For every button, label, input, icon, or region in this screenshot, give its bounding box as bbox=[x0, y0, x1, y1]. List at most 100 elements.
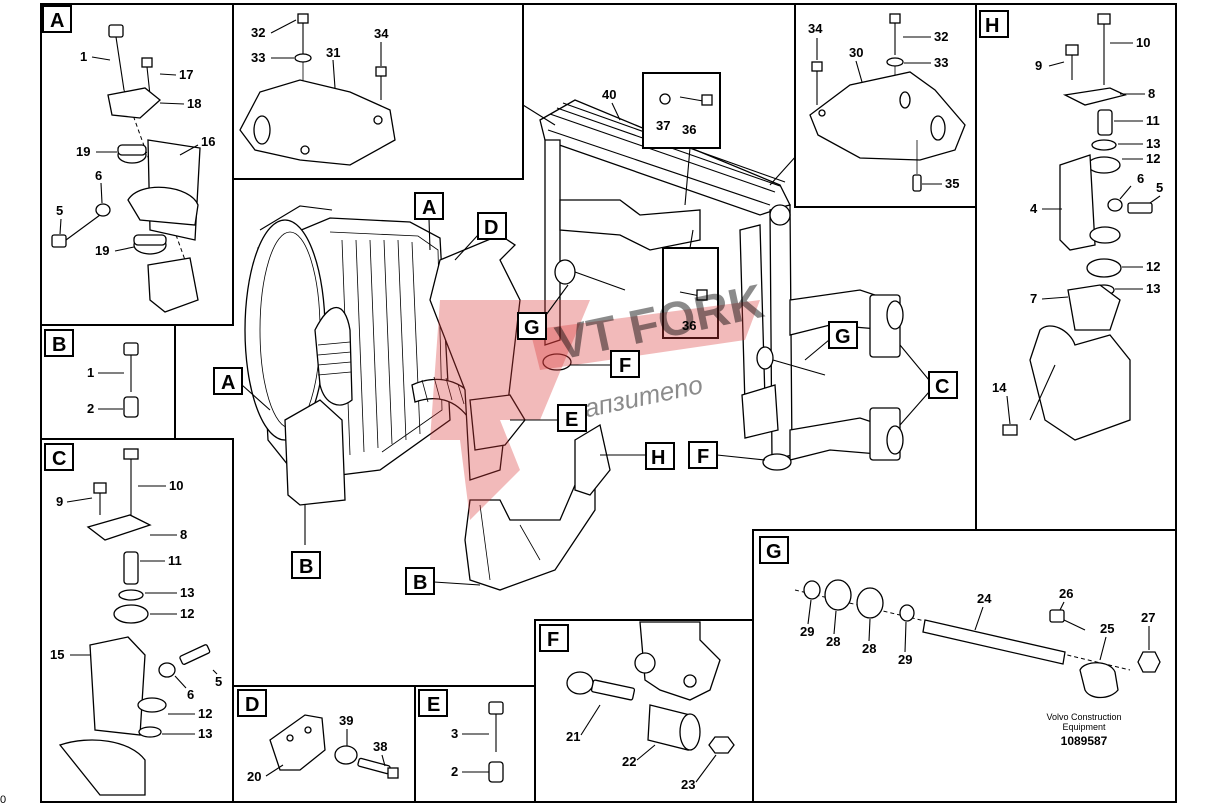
corner-number: 0 bbox=[0, 794, 6, 806]
svg-text:22: 22 bbox=[622, 754, 636, 769]
svg-text:29: 29 bbox=[800, 624, 814, 639]
svg-text:5: 5 bbox=[215, 674, 222, 689]
svg-text:G: G bbox=[524, 317, 540, 339]
callout-A-left: A bbox=[213, 367, 271, 411]
svg-text:19: 19 bbox=[76, 144, 90, 159]
callout-G-right: G bbox=[804, 321, 858, 361]
svg-text:E: E bbox=[565, 409, 578, 431]
svg-text:2: 2 bbox=[451, 764, 458, 779]
svg-text:33: 33 bbox=[251, 50, 265, 65]
svg-text:11: 11 bbox=[168, 553, 182, 568]
part-number-40: 40 bbox=[602, 87, 616, 102]
svg-text:H: H bbox=[985, 15, 999, 37]
svg-text:F: F bbox=[547, 629, 559, 651]
svg-text:28: 28 bbox=[862, 641, 876, 656]
svg-text:5: 5 bbox=[1156, 180, 1163, 195]
svg-text:24: 24 bbox=[977, 591, 992, 606]
svg-text:F: F bbox=[697, 446, 709, 468]
svg-text:13: 13 bbox=[180, 585, 194, 600]
footer-company: Volvo Construction bbox=[1046, 712, 1121, 722]
svg-text:33: 33 bbox=[934, 55, 948, 70]
svg-text:A: A bbox=[50, 10, 64, 32]
svg-text:16: 16 bbox=[201, 134, 215, 149]
drawing-number: 1089587 bbox=[1061, 734, 1108, 748]
svg-text:7: 7 bbox=[1030, 291, 1037, 306]
callout-G-left: G bbox=[517, 284, 569, 340]
svg-text:38: 38 bbox=[373, 739, 387, 754]
svg-text:10: 10 bbox=[1136, 35, 1150, 50]
svg-text:B: B bbox=[413, 572, 427, 594]
svg-text:34: 34 bbox=[808, 21, 823, 36]
part-number-36-top: 36 bbox=[682, 122, 696, 137]
detail-box-36 bbox=[662, 247, 719, 339]
svg-text:13: 13 bbox=[1146, 281, 1160, 296]
svg-text:B: B bbox=[299, 556, 313, 578]
svg-text:34: 34 bbox=[374, 26, 389, 41]
panel-A: A 1 17 18 16 19 6 5 19 bbox=[40, 3, 234, 326]
svg-text:5: 5 bbox=[56, 203, 63, 218]
callout-B-lower: B bbox=[405, 567, 481, 595]
svg-text:C: C bbox=[52, 448, 66, 470]
svg-text:9: 9 bbox=[56, 494, 63, 509]
svg-text:15: 15 bbox=[50, 647, 64, 662]
svg-text:17: 17 bbox=[179, 67, 193, 82]
svg-text:35: 35 bbox=[945, 176, 959, 191]
svg-text:C: C bbox=[935, 376, 949, 398]
svg-text:23: 23 bbox=[681, 777, 695, 792]
watermark-brand: VT FORK bbox=[551, 275, 768, 371]
svg-text:6: 6 bbox=[1137, 171, 1144, 186]
callout-F-left: F bbox=[570, 350, 640, 378]
svg-text:9: 9 bbox=[1035, 58, 1042, 73]
callout-C: C bbox=[899, 344, 958, 426]
svg-text:19: 19 bbox=[95, 243, 109, 258]
svg-text:A: A bbox=[221, 372, 235, 394]
svg-text:20: 20 bbox=[247, 769, 261, 784]
svg-text:4: 4 bbox=[1030, 201, 1038, 216]
svg-text:39: 39 bbox=[339, 713, 353, 728]
callout-F-right: F bbox=[688, 441, 766, 469]
svg-text:32: 32 bbox=[934, 29, 948, 44]
svg-text:27: 27 bbox=[1141, 610, 1155, 625]
svg-text:12: 12 bbox=[198, 706, 212, 721]
svg-text:21: 21 bbox=[566, 729, 580, 744]
svg-text:11: 11 bbox=[1146, 113, 1160, 128]
part-number-37: 37 bbox=[656, 118, 670, 133]
detail-box-37-36 bbox=[642, 72, 721, 149]
panel-F: F 21 22 23 bbox=[534, 619, 754, 803]
svg-text:E: E bbox=[427, 694, 440, 716]
panel-D: D 39 38 20 bbox=[232, 685, 416, 803]
svg-text:G: G bbox=[835, 326, 851, 348]
svg-text:8: 8 bbox=[180, 527, 187, 542]
callout-D: D bbox=[454, 212, 507, 261]
panel-C: C 9 10 8 11 13 12 15 5 6 12 13 bbox=[40, 438, 234, 803]
svg-text:A: A bbox=[422, 197, 436, 219]
svg-text:F: F bbox=[619, 355, 631, 377]
svg-text:1: 1 bbox=[87, 365, 94, 380]
panel-top-right: 34 32 30 33 35 bbox=[794, 3, 977, 208]
svg-text:32: 32 bbox=[251, 25, 265, 40]
footer-company-line2: Equipment bbox=[1062, 722, 1106, 732]
svg-text:G: G bbox=[766, 541, 782, 563]
panel-G: G 29 28 28 29 24 26 25 27 Volvo Construc… bbox=[752, 529, 1177, 803]
svg-text:13: 13 bbox=[198, 726, 212, 741]
svg-text:30: 30 bbox=[849, 45, 863, 60]
svg-text:14: 14 bbox=[992, 380, 1007, 395]
callout-E: E bbox=[510, 404, 587, 432]
panel-E: E 3 2 bbox=[414, 685, 536, 803]
svg-text:28: 28 bbox=[826, 634, 840, 649]
panel-H: H 10 9 8 11 13 12 4 6 5 12 7 13 14 bbox=[975, 3, 1177, 531]
svg-text:6: 6 bbox=[95, 168, 102, 183]
svg-text:12: 12 bbox=[180, 606, 194, 621]
svg-text:18: 18 bbox=[187, 96, 201, 111]
svg-text:3: 3 bbox=[451, 726, 458, 741]
svg-text:10: 10 bbox=[169, 478, 183, 493]
svg-text:D: D bbox=[484, 217, 498, 239]
svg-text:D: D bbox=[245, 694, 259, 716]
svg-text:2: 2 bbox=[87, 401, 94, 416]
svg-text:25: 25 bbox=[1100, 621, 1114, 636]
svg-text:12: 12 bbox=[1146, 151, 1160, 166]
svg-text:B: B bbox=[52, 334, 66, 356]
svg-text:6: 6 bbox=[187, 687, 194, 702]
svg-text:13: 13 bbox=[1146, 136, 1160, 151]
callout-A-upper: A bbox=[414, 192, 444, 251]
